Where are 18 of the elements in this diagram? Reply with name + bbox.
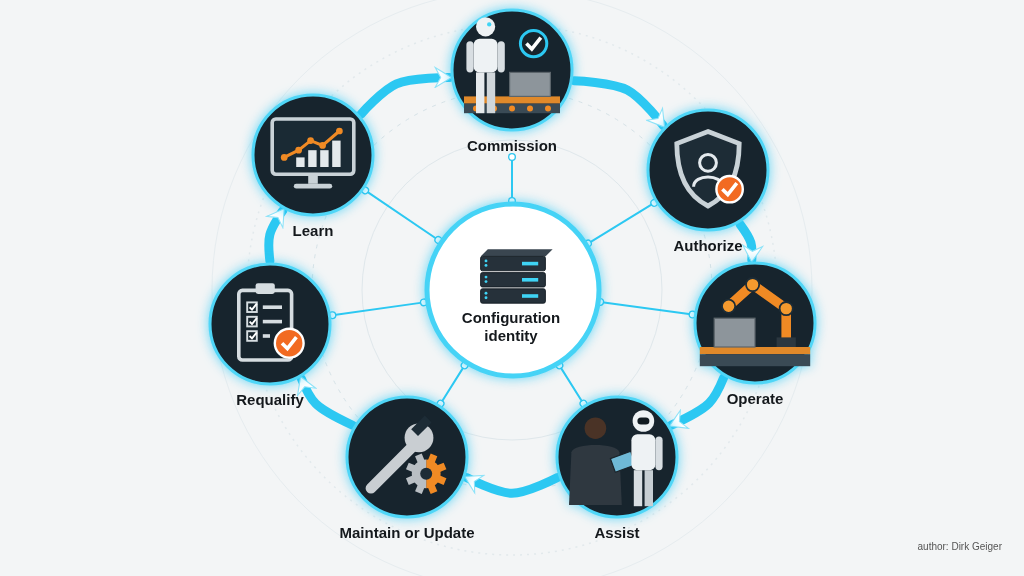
cycle-arrow: [462, 473, 562, 498]
stage-label: Commission: [467, 137, 557, 155]
stage-label: Assist: [594, 524, 640, 542]
cycle-arrow: [569, 76, 668, 131]
stage-label: Requalify: [236, 391, 304, 409]
connector-line: [361, 186, 443, 245]
stage-label: Learn: [292, 222, 334, 240]
stage-label: Operate: [726, 390, 784, 408]
connector-line: [328, 298, 428, 320]
author-credit: author: Dirk Geiger: [917, 541, 1002, 552]
connector-line: [436, 361, 469, 408]
connector-line: [555, 361, 588, 408]
cycle-arrow: [666, 373, 729, 430]
hub-label: Configuration identity: [460, 309, 562, 345]
cycle-arrow: [296, 374, 358, 430]
cycle-arrow: [356, 67, 454, 119]
stage-label: Authorize: [673, 237, 743, 255]
stage-label: Maintain or Update: [339, 524, 475, 542]
